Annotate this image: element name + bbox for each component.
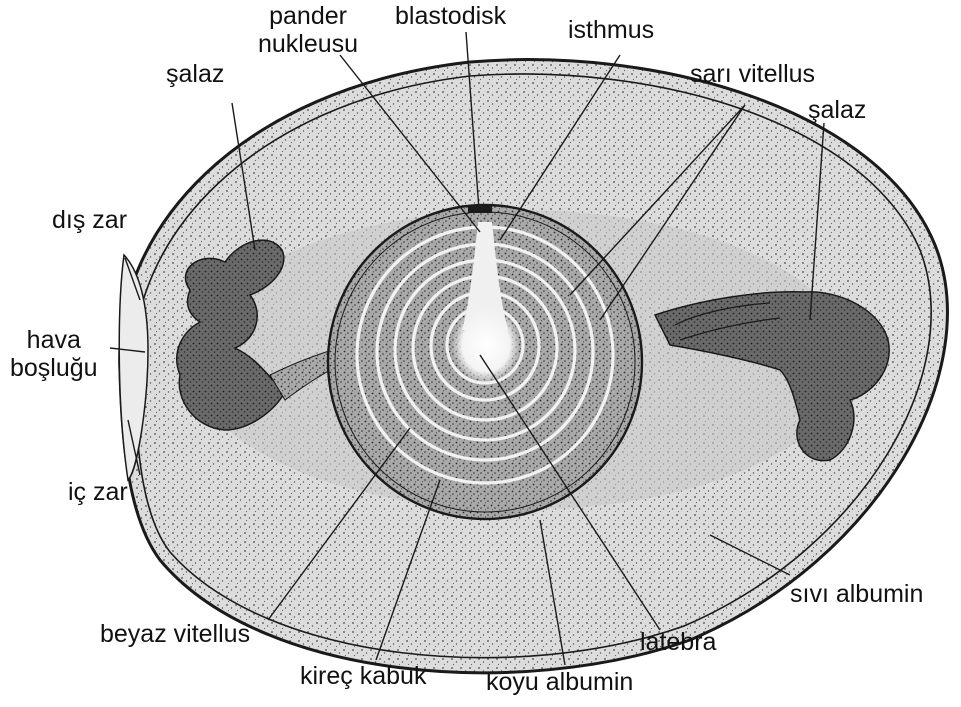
label-isthmus: isthmus <box>568 16 654 44</box>
label-salaz-left: şalaz <box>166 60 224 88</box>
label-sari-vitellus: sarı vitellus <box>690 60 815 88</box>
label-sivi-albumin: sıvı albumin <box>790 580 923 608</box>
label-pander-nukleusu: pander nukleusu <box>258 2 358 58</box>
label-salaz-right: şalaz <box>808 96 866 124</box>
label-latebra: latebra <box>640 628 716 656</box>
label-dis-zar: dış zar <box>52 206 127 234</box>
label-kirec-kabuk: kireç kabuk <box>300 662 426 690</box>
label-blastodisk: blastodisk <box>395 2 506 30</box>
label-beyaz-vitellus: beyaz vitellus <box>100 620 250 648</box>
latebra <box>452 307 520 383</box>
label-hava-boslugu: hava boşluğu <box>10 326 98 382</box>
label-ic-zar: iç zar <box>68 478 128 506</box>
blastodisk <box>468 206 492 213</box>
label-koyu-albumin: koyu albumin <box>486 668 633 696</box>
